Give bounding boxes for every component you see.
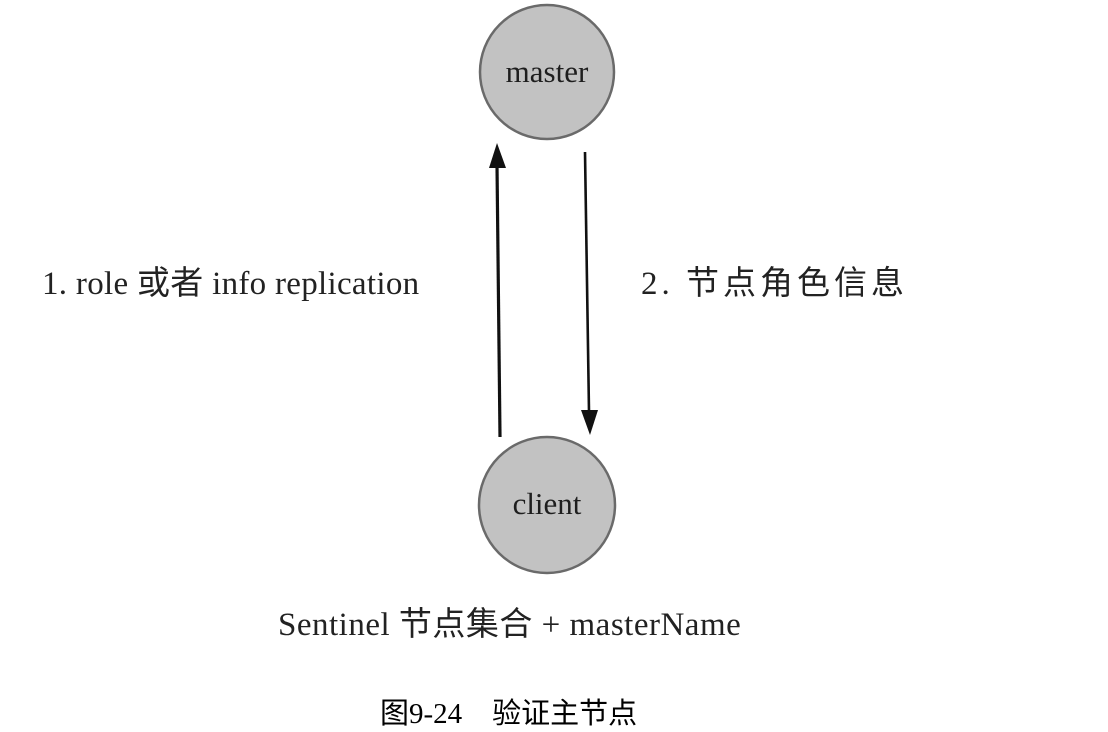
arrow-step-2 [581, 151, 598, 435]
master-node: master [478, 3, 616, 141]
client-node-circle [477, 435, 617, 575]
client-node-label: client [513, 486, 582, 521]
arrow-step-1 [489, 143, 506, 438]
figure-number: 图9-24 [380, 698, 463, 730]
master-node-circle [478, 3, 616, 141]
master-node-label: master [506, 54, 589, 89]
client-annotation: Sentinel 节点集合 + masterName [278, 607, 742, 643]
client-node: client [477, 435, 617, 575]
arrow-step-1-label: 1. role 或者 info replication [42, 266, 420, 302]
arrow-step-2-label: 2. 节点角色信息 [641, 266, 908, 302]
arrow-step-2-shaft [583, 151, 591, 413]
arrow-step-1-head [489, 143, 506, 168]
figure-caption: 图9-24 验证主节点 [380, 690, 637, 732]
arrow-step-2-head [581, 410, 598, 435]
arrow-step-1-shaft [495, 164, 502, 438]
figure-title: 验证主节点 [492, 698, 638, 730]
